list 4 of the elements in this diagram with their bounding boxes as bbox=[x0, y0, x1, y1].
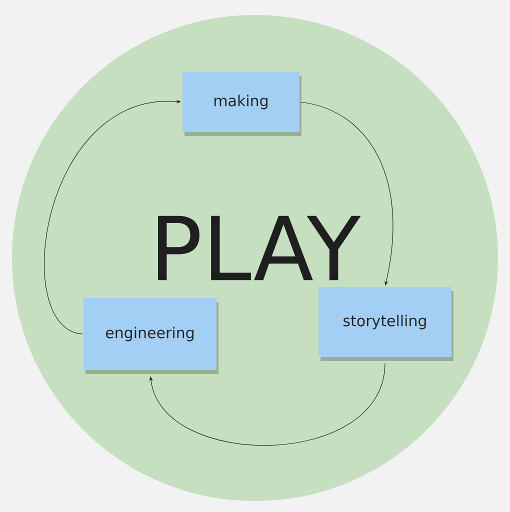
sticky-note: making bbox=[182, 72, 302, 136]
sticky-note: engineering bbox=[84, 298, 218, 374]
arrow bbox=[149, 362, 386, 446]
sticky-note: storytelling bbox=[318, 287, 454, 361]
